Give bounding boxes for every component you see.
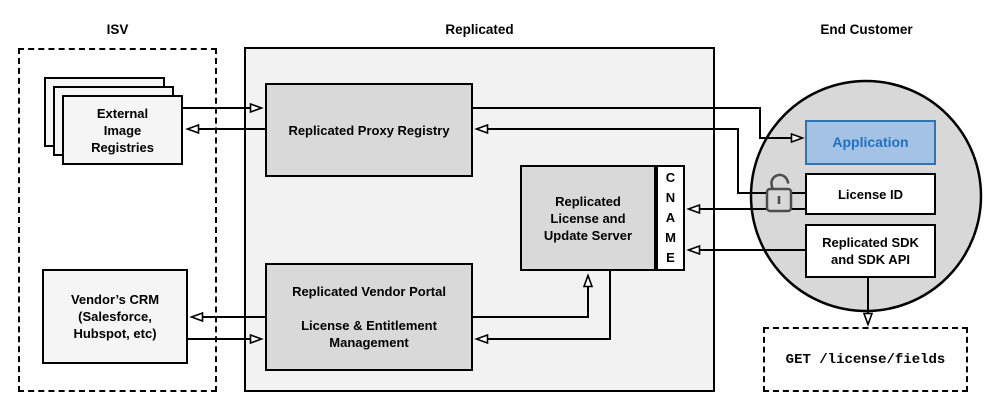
license-id-node: License ID: [805, 173, 936, 215]
cname-node: CNAME: [656, 165, 685, 271]
replicated-sdk-node: Replicated SDK and SDK API: [805, 224, 936, 278]
section-title-isv: ISV: [106, 22, 129, 37]
get-license-fields-box: GET /license/fields: [763, 327, 968, 392]
license-update-server-node: Replicated License and Update Server: [520, 165, 656, 271]
external-image-registries-node: External Image Registries: [62, 95, 183, 165]
section-title-end-customer: End Customer: [820, 22, 913, 37]
unlock-icon: [765, 173, 793, 213]
get-license-fields-label: GET /license/fields: [785, 351, 946, 368]
cname-label: CNAME: [665, 170, 676, 265]
vendor-portal-node: Replicated Vendor Portal License & Entit…: [265, 263, 473, 371]
proxy-registry-node: Replicated Proxy Registry: [265, 83, 473, 177]
isv-dashed-container: [18, 48, 217, 392]
section-title-replicated: Replicated: [445, 22, 514, 37]
application-node: Application: [805, 120, 936, 165]
vendor-crm-node: Vendor’s CRM (Salesforce, Hubspot, etc): [42, 269, 188, 364]
